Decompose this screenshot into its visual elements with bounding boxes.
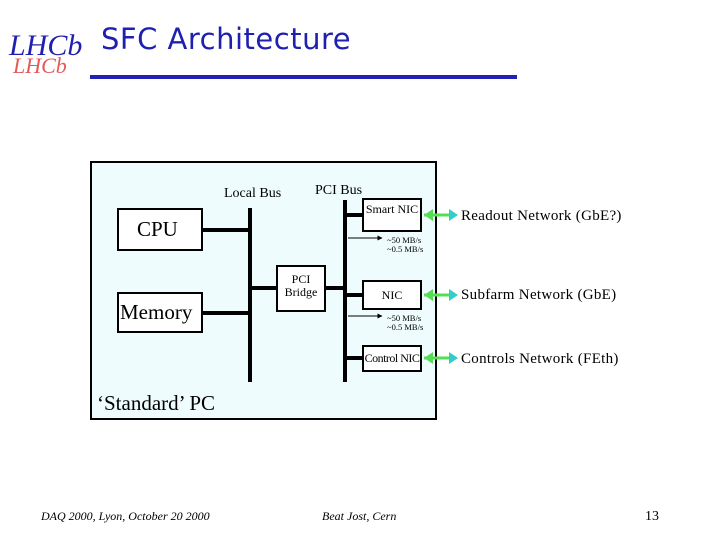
rate-2-line-2: ~0.5 MB/s — [387, 321, 424, 332]
nic-block — [362, 280, 422, 310]
controls-network-label: Controls Network (FEth) — [461, 351, 619, 367]
rate-annotation-1: ~50 MB/s ~0.5 MB/s — [387, 236, 423, 254]
cpu-block — [117, 208, 203, 251]
lhcb-logo: LHCb LHCb — [5, 15, 91, 77]
smart-nic-label: Smart NIC — [365, 202, 419, 216]
local-bus-label: Local Bus — [224, 186, 282, 201]
memory-block — [117, 292, 203, 333]
subfarm-network-label: Subfarm Network (GbE) — [461, 287, 617, 303]
cpu-label: CPU — [137, 217, 178, 241]
rate-1-line-2: ~0.5 MB/s — [387, 243, 424, 254]
pci-bridge-label: PCI Bridge — [284, 272, 318, 300]
title-underline — [90, 75, 517, 79]
page-title: SFC Architecture — [101, 22, 352, 56]
footer-author: Beat Jost, Cern — [322, 509, 397, 523]
nic-label: NIC — [381, 288, 403, 302]
standard-pc-label: ‘Standard’ PC — [97, 391, 216, 415]
svg-text:LHCb: LHCb — [12, 53, 67, 77]
pci-bridge-block — [276, 265, 326, 312]
control-nic-label: Control NIC — [364, 351, 420, 365]
rate-2-line-1: ~50 MB/s — [387, 313, 422, 323]
readout-network-label: Readout Network (GbE?) — [461, 208, 622, 224]
lhcb-logo-icon: LHCb LHCb — [5, 15, 91, 77]
svg-text:LHCb: LHCb — [8, 29, 82, 62]
memory-label: Memory — [120, 300, 193, 324]
rate-annotation-2: ~50 MB/s ~0.5 MB/s — [387, 314, 423, 332]
smart-nic-block — [362, 198, 422, 232]
page-number: 13 — [645, 509, 659, 524]
control-nic-block — [362, 345, 422, 372]
pci-bus-label: PCI Bus — [315, 183, 363, 198]
footer-conference: DAQ 2000, Lyon, October 20 2000 — [41, 509, 210, 523]
rate-1-line-1: ~50 MB/s — [387, 235, 422, 245]
